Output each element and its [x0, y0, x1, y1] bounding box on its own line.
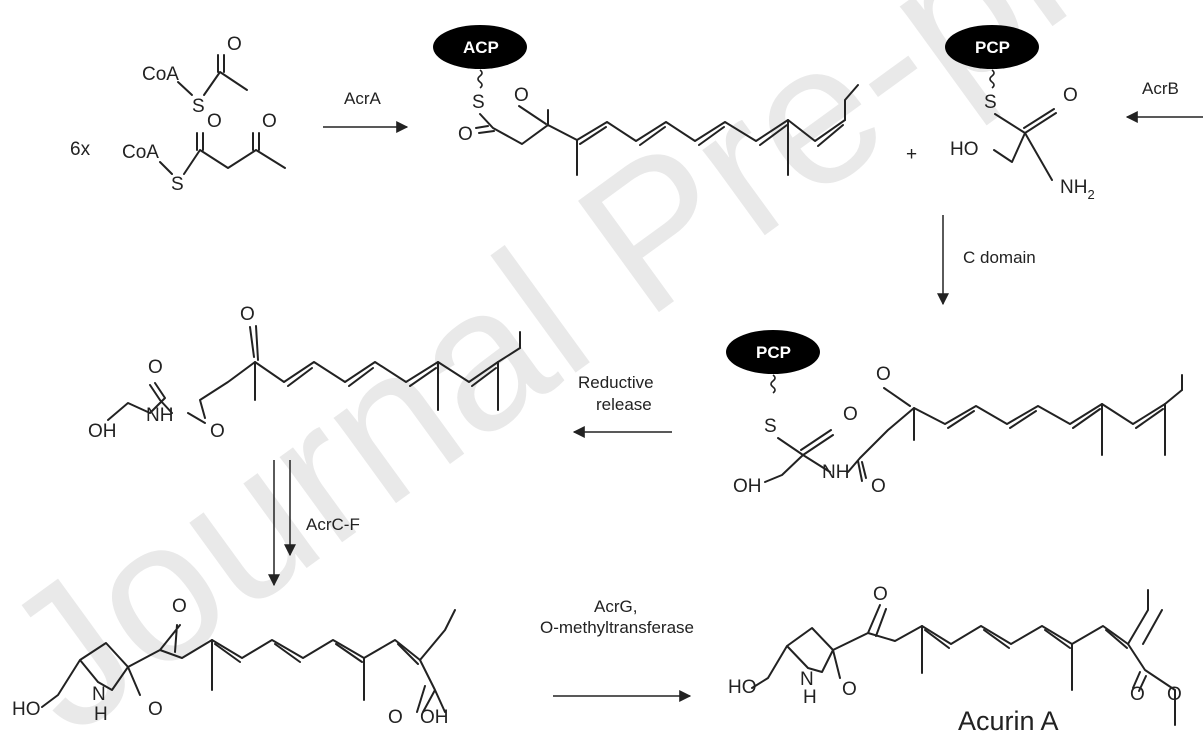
- enzyme-acrg-line2: O-methyltransferase: [540, 618, 694, 637]
- coa-label: CoA: [142, 64, 179, 85]
- product-name: Acurin A: [958, 706, 1059, 736]
- enzyme-reductive-line1: Reductive: [578, 373, 654, 392]
- pyrrolidinone-acid: O HO N H O O OH: [12, 596, 456, 728]
- o-label: O: [458, 124, 473, 145]
- ho-label: HO: [728, 677, 757, 698]
- acurin-a-structure: O HO N H O O O: [728, 584, 1182, 726]
- pcp-condensed-intermediate: PCP S O O OH NH O: [726, 330, 1183, 497]
- acp-polyketide: ACP S O O: [433, 25, 859, 176]
- o-label: O: [227, 34, 242, 55]
- o-label: O: [207, 111, 222, 132]
- o-label: O: [842, 679, 857, 700]
- o-label: O: [873, 584, 888, 605]
- acp-label: ACP: [463, 38, 499, 57]
- o-label: O: [843, 404, 858, 425]
- o-label: O: [1130, 684, 1145, 705]
- o-label: O: [148, 357, 163, 378]
- malonyl-coa: 6x CoA S O O: [70, 111, 286, 195]
- s-label: S: [764, 416, 777, 437]
- nh2-label: NH2: [1060, 177, 1095, 202]
- h-label: H: [94, 704, 108, 725]
- nh-label: NH: [146, 405, 173, 426]
- acetyl-coa: CoA S O: [142, 34, 248, 117]
- o-label: O: [1063, 85, 1078, 106]
- o-label: O: [871, 476, 886, 497]
- pcp-serine: PCP S O HO NH2: [945, 25, 1095, 202]
- enzyme-acrg-line1: AcrG,: [594, 597, 637, 616]
- o-label: O: [210, 421, 225, 442]
- h-label: H: [803, 687, 817, 708]
- n-label: N: [92, 684, 106, 705]
- aldehyde-intermediate: O O OH NH O: [88, 304, 521, 442]
- enzyme-reductive-line2: release: [596, 395, 652, 414]
- o-label: O: [388, 707, 403, 728]
- ho-label: HO: [12, 699, 41, 720]
- coa-label: CoA: [122, 142, 159, 163]
- o-label: O: [514, 85, 529, 106]
- enzyme-c-domain: C domain: [963, 248, 1036, 267]
- o-label: O: [240, 304, 255, 325]
- pcp-label: PCP: [756, 343, 791, 362]
- s-label: S: [984, 92, 997, 113]
- n-label: N: [800, 669, 814, 690]
- ho-label: HO: [950, 139, 979, 160]
- pcp-carrier: [726, 330, 820, 374]
- enzyme-acra: AcrA: [344, 89, 382, 108]
- oh-label: OH: [733, 476, 762, 497]
- nh-label: NH: [822, 462, 849, 483]
- pcp-label: PCP: [975, 38, 1010, 57]
- s-label: S: [472, 92, 485, 113]
- o-label: O: [262, 111, 277, 132]
- enzyme-acrcf: AcrC-F: [306, 515, 360, 534]
- o-label: O: [148, 699, 163, 720]
- multiplier-label: 6x: [70, 139, 91, 160]
- acp-carrier: [433, 25, 527, 69]
- s-label: S: [192, 96, 205, 117]
- s-label: S: [171, 174, 184, 195]
- o-label: O: [172, 596, 187, 617]
- pcp-carrier: [945, 25, 1039, 69]
- oh-label: OH: [88, 421, 117, 442]
- plus-sign: +: [906, 144, 917, 165]
- oh-label: OH: [420, 707, 449, 728]
- o-label: O: [876, 364, 891, 385]
- enzyme-acrb: AcrB: [1142, 79, 1179, 98]
